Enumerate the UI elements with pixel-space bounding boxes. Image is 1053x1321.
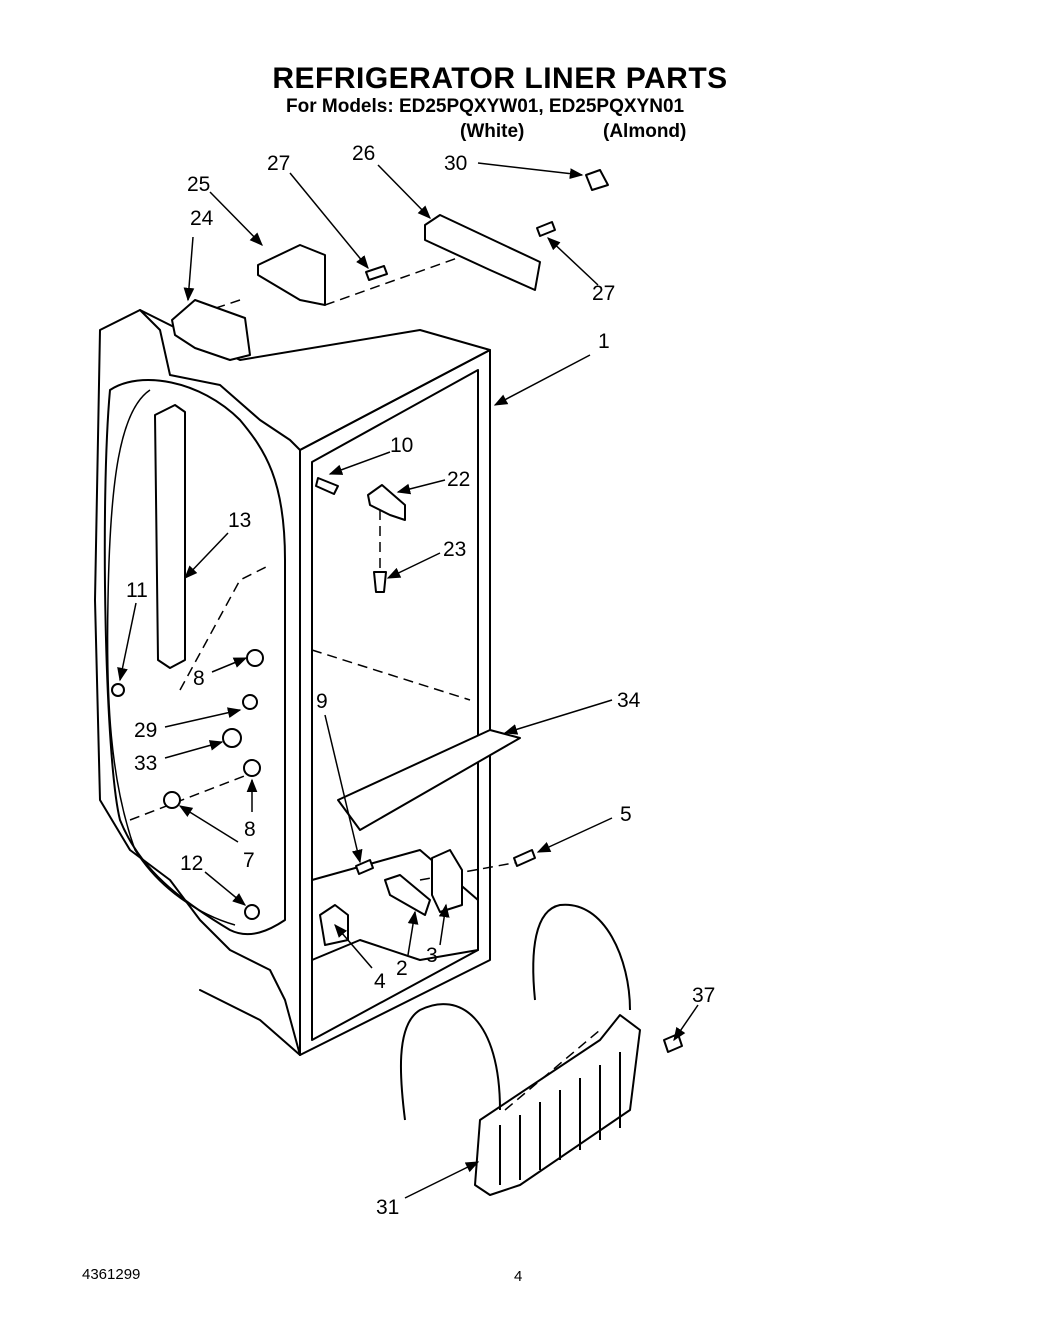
leader-34 (503, 699, 613, 735)
part-13-rail (154, 404, 186, 669)
callout-8b: 8 (244, 818, 256, 841)
leader-30 (477, 162, 584, 179)
part-2-duct (384, 874, 431, 916)
liner-inner-wall (103, 379, 286, 936)
callout-37: 37 (692, 984, 715, 1007)
leader-27a (289, 172, 369, 270)
document-number: 4361299 (82, 1266, 141, 1283)
page-title: REFRIGERATOR LINER PARTS (272, 62, 728, 95)
callout-27b: 27 (592, 282, 615, 305)
callout-25: 25 (187, 173, 210, 196)
callout-4: 4 (374, 970, 386, 993)
callout-13: 13 (228, 509, 251, 532)
callout-24: 24 (190, 207, 214, 230)
part-3-bracket (431, 849, 463, 913)
callout-30: 30 (444, 152, 467, 175)
callout-26: 26 (352, 142, 375, 165)
part-22-bracket (367, 484, 406, 521)
part-27a-screw (365, 265, 388, 281)
leader-3 (438, 903, 450, 946)
dash-top-rail (324, 249, 481, 306)
part-31-tube-right (532, 903, 631, 1011)
part-8b-grommet (243, 759, 261, 777)
callout-11: 11 (126, 579, 148, 602)
part-34-support (337, 729, 521, 831)
part-24-housing (171, 299, 251, 361)
part-31-ribs (499, 1052, 621, 1185)
callout-8a: 8 (193, 667, 205, 690)
leader-12 (204, 871, 247, 906)
dash-top-left (209, 299, 241, 311)
part-37-screw (663, 1033, 683, 1053)
leader-25 (209, 191, 263, 246)
leader-8a (211, 657, 248, 673)
page-number: 4 (514, 1268, 523, 1285)
liner-bottom (199, 989, 301, 1056)
callout-7: 7 (243, 849, 255, 872)
leader-31 (404, 1161, 480, 1199)
leader-22 (396, 479, 446, 495)
callout-23: 23 (443, 538, 466, 561)
part-11-screw (111, 683, 125, 697)
part-7-grommet (163, 791, 181, 809)
callout-31: 31 (376, 1196, 399, 1219)
callout-27a: 27 (267, 152, 290, 175)
leader-11 (117, 602, 137, 682)
part-5-screw (513, 849, 536, 867)
liner-right-frame (299, 349, 491, 1056)
callout-2: 2 (396, 957, 408, 980)
callout-12: 12 (180, 852, 203, 875)
leader-7 (178, 805, 239, 843)
part-4-block (319, 904, 349, 946)
part-26-rail (424, 214, 541, 291)
dash-evap (504, 1029, 601, 1111)
models-line: For Models: ED25PQXYW01, ED25PQXYN01 (286, 96, 685, 117)
leader-13 (184, 532, 229, 579)
leader-37 (673, 1004, 699, 1042)
part-25-bracket (257, 244, 326, 306)
wire-harness (106, 389, 236, 926)
dash-13 (179, 564, 271, 691)
leader-9 (324, 714, 363, 864)
part-10-screw (315, 477, 339, 495)
callout-9: 9 (316, 690, 328, 713)
leader-4 (334, 923, 373, 969)
callout-34: 34 (617, 689, 641, 712)
variant-almond: (Almond) (603, 121, 687, 142)
leader-1 (493, 354, 591, 406)
part-27b-screw (536, 221, 556, 237)
part-31-cover (474, 1014, 641, 1196)
part-9-screw (355, 859, 374, 875)
leader-26 (377, 164, 431, 219)
variant-white: (White) (460, 121, 525, 142)
callout-3: 3 (426, 944, 438, 967)
leader-10 (328, 451, 391, 475)
part-29-socket (242, 694, 258, 710)
callout-22: 22 (447, 468, 470, 491)
leader-27b (547, 237, 599, 286)
part-12-connector (244, 904, 260, 920)
leader-5 (536, 817, 613, 853)
part-8a-grommet (246, 649, 264, 667)
callout-10: 10 (390, 434, 413, 457)
part-30-clip (585, 169, 609, 191)
dash-left-shelf (129, 769, 261, 821)
callout-33: 33 (134, 752, 157, 775)
dash-shelf (311, 649, 471, 701)
leader-2 (407, 910, 419, 956)
leader-29 (164, 707, 242, 728)
part-33-bulb (222, 728, 242, 748)
leader-24 (183, 236, 195, 302)
leader-33 (164, 740, 224, 759)
liner-shell (94, 309, 301, 1056)
callout-29: 29 (134, 719, 157, 742)
leader-23 (386, 552, 441, 579)
part-31-tube-left (399, 1003, 501, 1121)
callout-5: 5 (620, 803, 632, 826)
callout-1: 1 (598, 330, 610, 353)
part-23-screw (373, 571, 387, 593)
